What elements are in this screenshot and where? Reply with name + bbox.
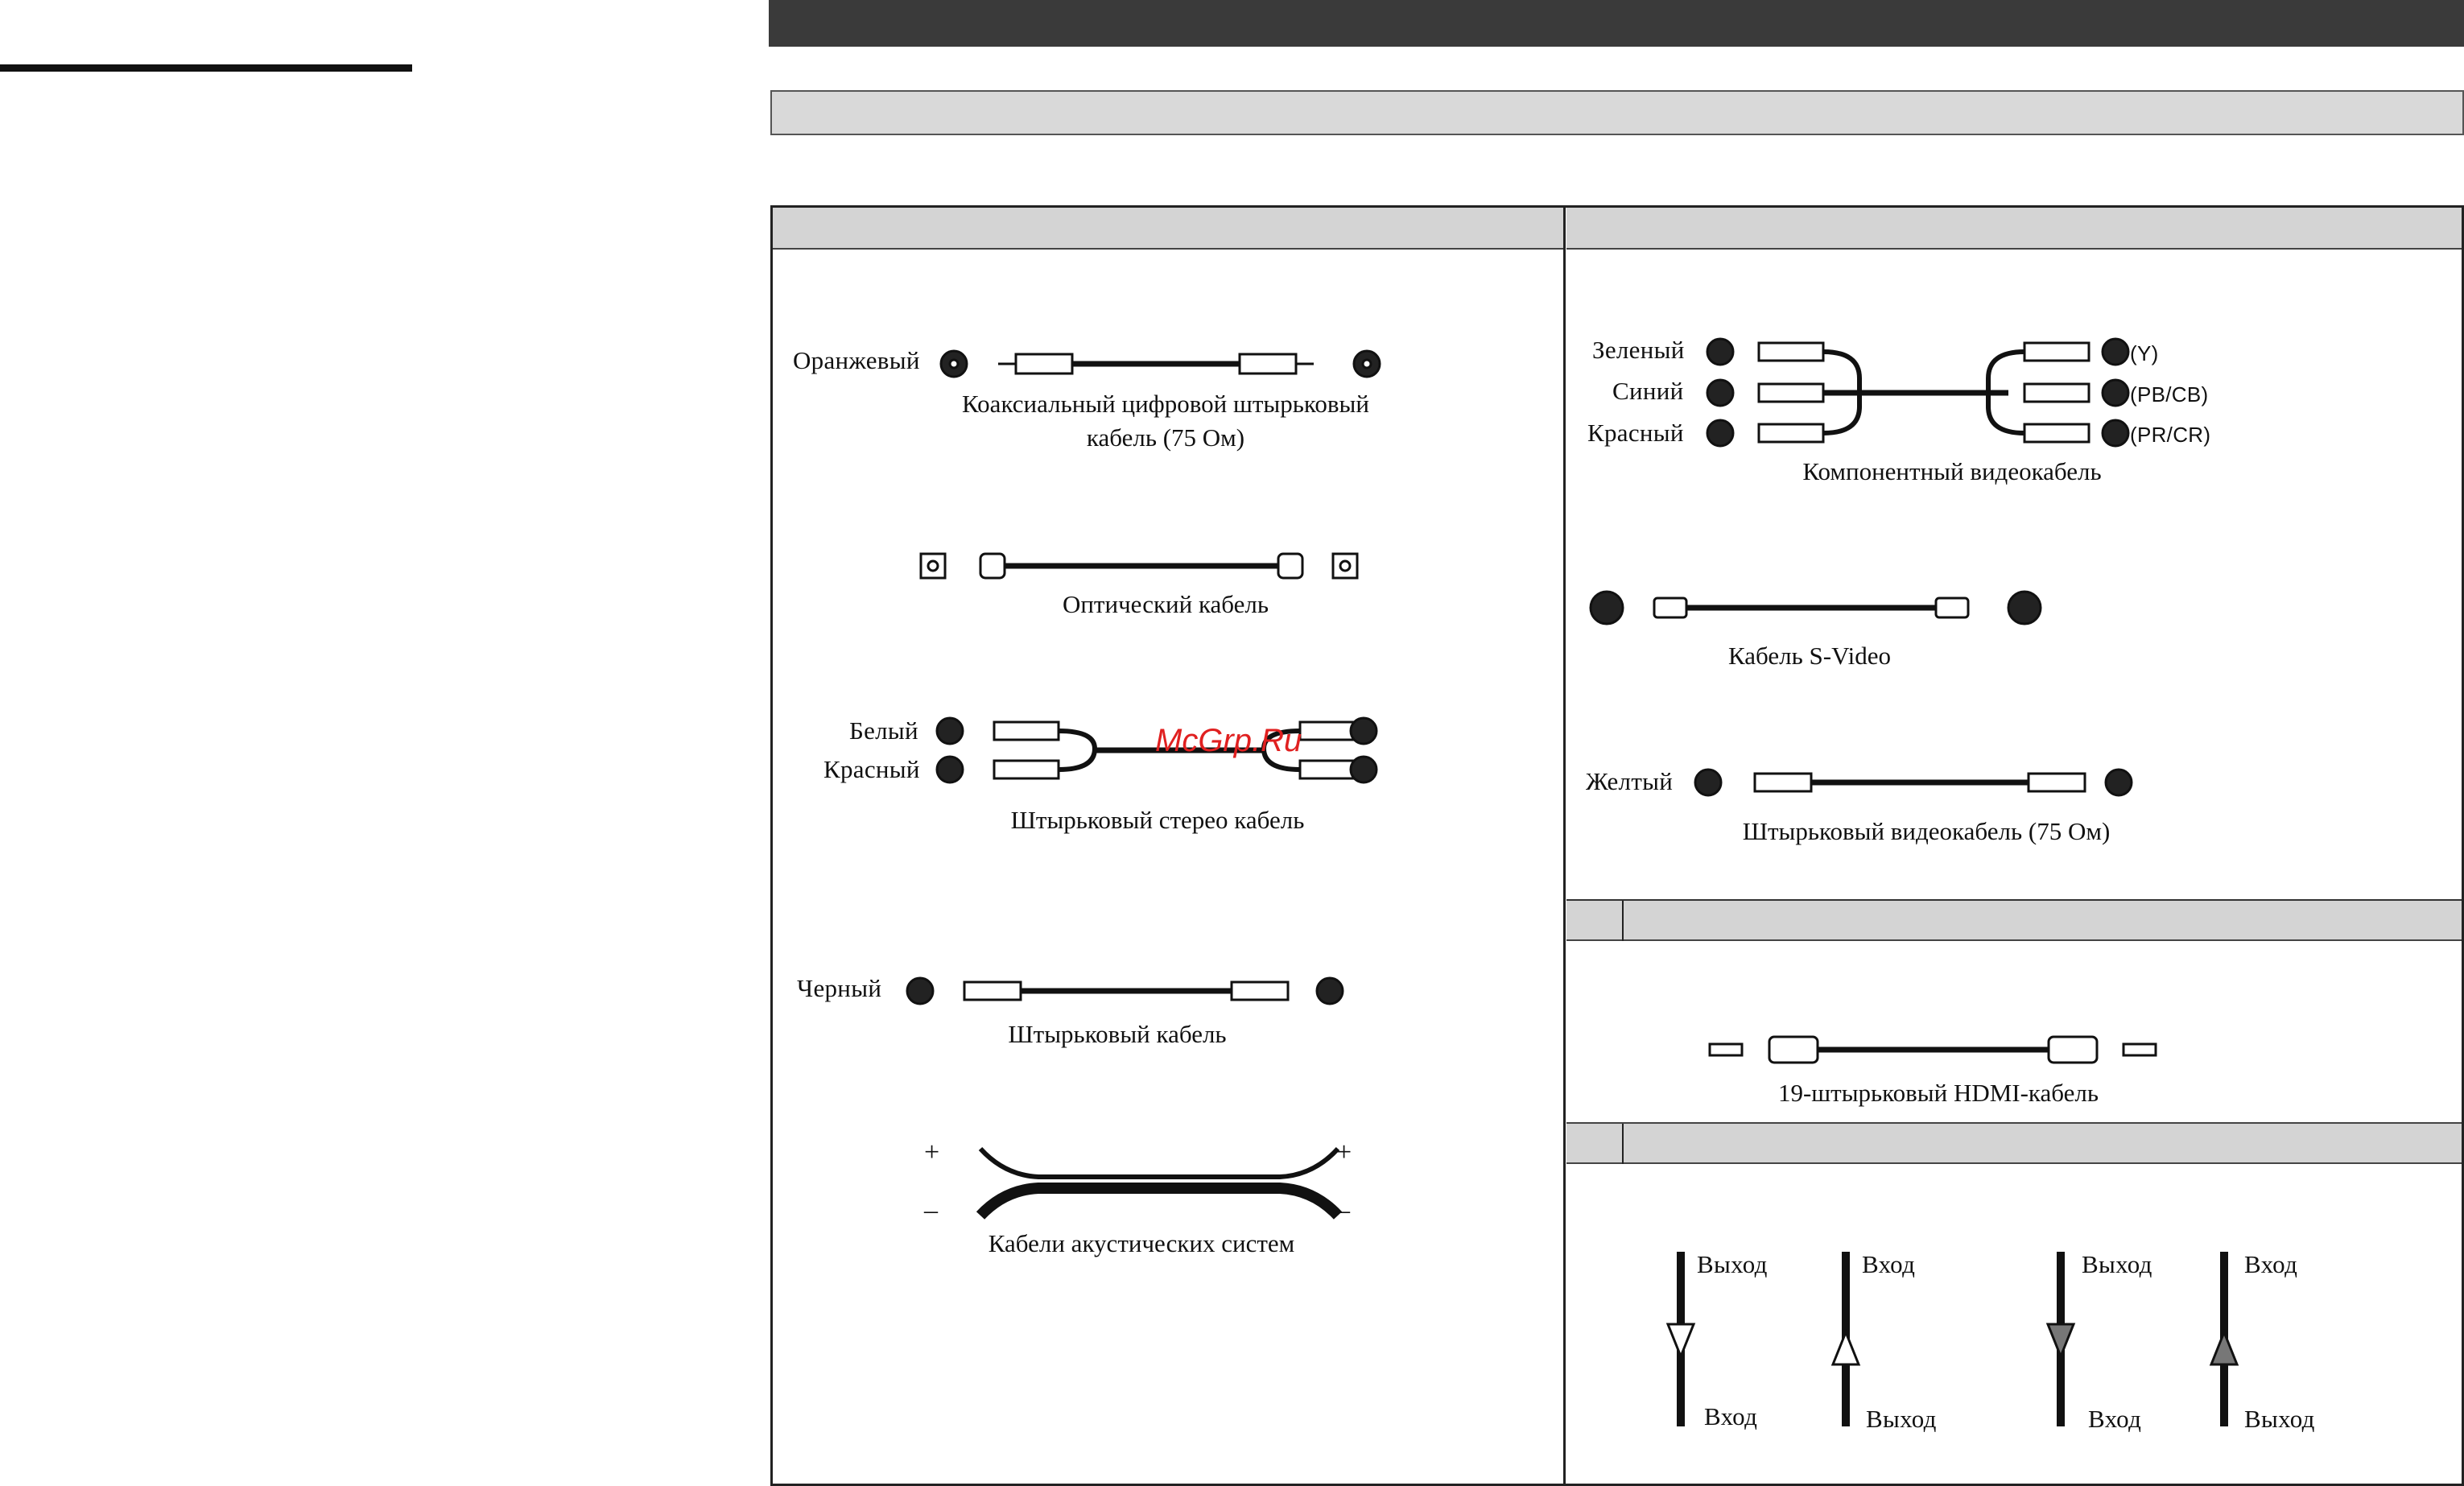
signal-section-header (1566, 1122, 2462, 1164)
video-color-label: Желтый (1586, 767, 1674, 795)
svideo-caption: Кабель S-Video (1728, 642, 1891, 670)
coax-cable-icon (939, 349, 1381, 378)
component-label-blue: Синий (1612, 377, 1684, 405)
component-output-y: (Y) (2130, 341, 2159, 365)
hdmi-caption: 19-штырьковый HDMI-кабель (1777, 1079, 2099, 1107)
stereo-caption: Штырьковый стерео кабель (1010, 806, 1305, 834)
signal-bottom-label-3: Вход (2088, 1405, 2142, 1433)
signal-top-label-1: Выход (1697, 1250, 1768, 1278)
signal-flow-arrows (1665, 1252, 2239, 1426)
hdmi-header-tick (1622, 901, 1624, 941)
speaker-caption: Кабели акустических систем (988, 1229, 1295, 1257)
component-output-pb: (PB/CB) (2130, 382, 2209, 407)
page-header-bar (769, 0, 2464, 47)
watermark: McGrp.Ru (1155, 723, 1302, 758)
hdmi-cable-icon (1708, 1035, 2157, 1064)
header-rule (0, 64, 412, 72)
component-caption: Компонентный видеокабель (1802, 457, 2102, 485)
left-column-header (773, 208, 1564, 250)
signal-top-label-4: Вход (2244, 1250, 2298, 1278)
component-label-green: Зеленый (1592, 336, 1685, 364)
stereo-cable-icon (935, 716, 1378, 784)
speaker-minus-left: – (924, 1195, 939, 1225)
signal-header-tick (1622, 1124, 1624, 1164)
speaker-plus-left: + (924, 1137, 940, 1167)
svideo-cable-icon (1589, 590, 2042, 625)
pin-color-label: Черный (797, 974, 882, 1002)
section-heading-bar (770, 90, 2464, 135)
signal-top-label-2: Вход (1862, 1250, 1916, 1278)
pin-cable-icon (906, 976, 1344, 1005)
signal-bottom-label-1: Вход (1704, 1402, 1758, 1430)
coax-caption-line2: кабель (75 Ом) (1086, 423, 1245, 452)
video-cable-icon (1694, 768, 2133, 797)
stereo-label-red: Красный (823, 755, 920, 783)
pin-caption: Штырьковый кабель (1008, 1020, 1227, 1048)
cable-reference-table (770, 205, 2464, 1486)
component-label-red: Красный (1587, 419, 1684, 447)
right-column-header (1566, 208, 2462, 250)
signal-bottom-label-2: Выход (1866, 1405, 1937, 1433)
video-caption: Штырьковый видеокабель (75 Ом) (1742, 817, 2111, 845)
speaker-minus-right: – (1336, 1195, 1351, 1225)
hdmi-sub-rule (1566, 899, 2462, 901)
signal-bottom-label-4: Выход (2244, 1405, 2315, 1433)
component-cable-icon (1706, 337, 2130, 448)
optical-cable-icon (919, 552, 1359, 580)
speaker-cable-icon (976, 1146, 1343, 1220)
column-divider (1563, 208, 1566, 1484)
hdmi-section-header (1566, 899, 2462, 941)
coax-caption-line1: Коаксиальный цифровой штырьковый (962, 390, 1369, 418)
speaker-plus-right: + (1336, 1137, 1352, 1167)
coax-color-label: Оранжевый (793, 346, 920, 374)
component-output-pr: (PR/CR) (2130, 423, 2211, 447)
stereo-label-white: Белый (849, 716, 918, 745)
signal-top-label-3: Выход (2082, 1250, 2152, 1278)
optical-caption: Оптический кабель (1062, 590, 1269, 618)
